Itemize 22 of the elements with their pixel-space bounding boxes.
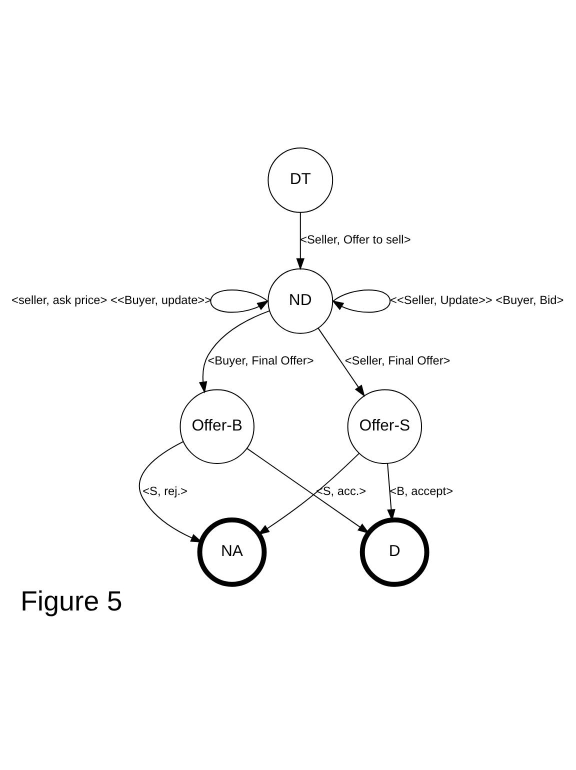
node-circle: Offer-B <box>180 388 254 464</box>
node-circle: DT <box>268 146 334 212</box>
caption: Figure 5 <box>20 585 122 616</box>
arrow <box>210 289 269 312</box>
arrow <box>246 448 370 534</box>
arrow <box>318 327 365 396</box>
arrow <box>296 211 305 270</box>
edge-label: <S, acc.> <box>316 483 366 498</box>
edge-label: <Buyer, Final Offer> <box>208 353 314 368</box>
node-circle: ND <box>268 268 334 334</box>
arrow <box>387 462 396 521</box>
edge-label: <seller, ask price> <<Buyer, update>> <box>12 292 212 307</box>
edge-label: <<Seller, Update>> <Buyer, Bid> <box>390 292 564 307</box>
arrow <box>332 289 391 312</box>
arrow <box>258 452 360 535</box>
edge-label: <B, accept> <box>390 483 454 498</box>
node-circle: Offer-S <box>347 388 422 464</box>
node-circle: NA <box>197 516 267 586</box>
arrow <box>198 310 270 393</box>
edge-label: <S, rej.> <box>142 483 188 498</box>
edge-label: <Seller, Final Offer> <box>344 353 450 368</box>
node-circle: D <box>360 516 430 586</box>
